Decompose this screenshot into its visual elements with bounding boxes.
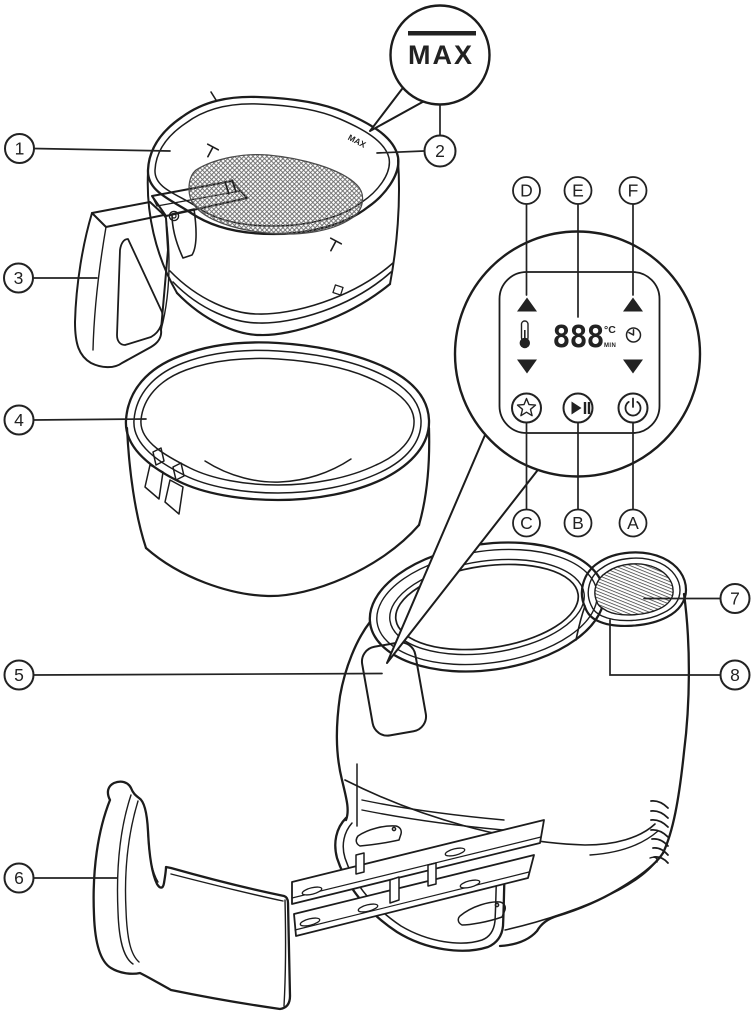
preset-button bbox=[511, 392, 542, 424]
basket-illustration: MAX bbox=[74, 91, 400, 369]
svg-text:C: C bbox=[520, 513, 533, 533]
basket-bottom-edge bbox=[175, 282, 392, 337]
main-unit-illustration bbox=[334, 541, 691, 952]
main-unit-top-rim bbox=[368, 541, 606, 673]
max-detail-callout: MAX bbox=[369, 4, 491, 132]
drawer-front-illustration bbox=[92, 780, 292, 1011]
display-value: 888 bbox=[552, 320, 603, 355]
part-label-5: 5 bbox=[3, 659, 35, 691]
max-overline bbox=[408, 31, 476, 36]
callout-leader-lines bbox=[31, 104, 722, 879]
control-panel-detail-callout: 888 °C MIN bbox=[386, 230, 702, 664]
play-pause-button bbox=[562, 392, 594, 424]
drawer-rails bbox=[291, 819, 545, 937]
pan-rim-outer bbox=[124, 341, 431, 502]
pan-wall-right bbox=[417, 426, 431, 527]
part-label-6: 6 bbox=[3, 862, 35, 894]
main-unit-base-seam bbox=[504, 858, 659, 931]
main-unit-shoulder-line bbox=[575, 605, 586, 641]
basket-mold-marks bbox=[206, 91, 344, 296]
main-unit-left-edge bbox=[335, 620, 372, 822]
rail-tabs bbox=[355, 852, 437, 904]
pan-rim-mid bbox=[133, 349, 422, 494]
temp-down-icon bbox=[517, 359, 537, 374]
rail-slots bbox=[299, 847, 481, 927]
minutes-unit: MIN bbox=[604, 343, 616, 349]
part-label-3: 3 bbox=[3, 262, 34, 294]
svg-text:A: A bbox=[627, 513, 639, 533]
max-text: MAX bbox=[408, 40, 474, 70]
button-label-e: E bbox=[563, 176, 593, 205]
part-labels: 1 2 3 4 5 6 7 8 bbox=[3, 133, 751, 894]
basket-rim-outer bbox=[146, 95, 400, 236]
svg-text:8: 8 bbox=[730, 665, 740, 685]
timer-up-icon bbox=[623, 297, 643, 312]
button-label-c: C bbox=[512, 508, 541, 538]
svg-text:F: F bbox=[628, 181, 639, 201]
basket-wall-left bbox=[146, 171, 178, 294]
vent-grille-hatch bbox=[594, 563, 674, 616]
svg-text:B: B bbox=[572, 513, 584, 533]
side-vent-slats bbox=[650, 799, 669, 864]
part-label-7: 7 bbox=[719, 583, 751, 614]
part-label-4: 4 bbox=[3, 404, 35, 436]
basket-band-upper bbox=[169, 262, 394, 315]
part-label-2: 2 bbox=[423, 134, 457, 168]
preset-star-icon bbox=[516, 397, 537, 417]
seven-segment-display: 888 °C MIN bbox=[552, 320, 616, 355]
timer-down-icon bbox=[623, 359, 643, 374]
svg-text:D: D bbox=[520, 181, 533, 201]
svg-text:E: E bbox=[572, 181, 584, 201]
play-pause-icon bbox=[571, 401, 591, 415]
drawer-front-detail-lines bbox=[116, 794, 287, 1007]
pan-bottom bbox=[144, 523, 421, 598]
pan-rim-inner bbox=[140, 357, 415, 486]
drawer-front-silhouette bbox=[92, 780, 292, 1011]
control-panel-on-unit bbox=[360, 641, 428, 737]
svg-text:3: 3 bbox=[14, 268, 24, 288]
basket-band-lower bbox=[172, 271, 392, 324]
part-label-1: 1 bbox=[4, 133, 35, 164]
button-labels: D E F C B A bbox=[512, 176, 648, 538]
max-callout-tail bbox=[370, 89, 428, 131]
power-button bbox=[617, 392, 649, 424]
drawer-cavity bbox=[334, 799, 507, 952]
detail-callout-tail bbox=[387, 435, 537, 663]
button-label-a: A bbox=[618, 508, 648, 538]
basket-handle bbox=[74, 201, 170, 369]
pan-wall-left bbox=[125, 426, 148, 550]
main-unit-seam-2 bbox=[589, 830, 659, 856]
control-panel-face bbox=[498, 271, 661, 434]
basket-max-marking: MAX bbox=[346, 132, 368, 150]
svg-text:6: 6 bbox=[14, 868, 24, 888]
svg-text:2: 2 bbox=[435, 141, 445, 161]
svg-text:4: 4 bbox=[14, 410, 24, 430]
main-unit-right-edge bbox=[661, 592, 691, 855]
main-unit-seam bbox=[344, 779, 656, 846]
cavity-slot-lower bbox=[457, 901, 506, 926]
basket-mesh bbox=[188, 153, 364, 235]
clock-icon bbox=[625, 327, 642, 343]
max-callout-circle bbox=[389, 4, 491, 106]
part-label-8: 8 bbox=[719, 659, 751, 691]
pan-interior-curve bbox=[204, 458, 352, 483]
basket-wall-right bbox=[389, 159, 400, 285]
air-outlet-vent bbox=[580, 551, 688, 628]
pan-clips bbox=[144, 447, 185, 515]
button-label-f: F bbox=[618, 176, 648, 205]
thermometer-icon bbox=[519, 320, 530, 349]
svg-text:5: 5 bbox=[14, 665, 24, 685]
svg-text:7: 7 bbox=[730, 589, 740, 609]
pan-illustration bbox=[124, 341, 431, 598]
button-label-b: B bbox=[563, 508, 593, 538]
cavity-slot-upper bbox=[355, 825, 402, 847]
svg-text:1: 1 bbox=[15, 139, 25, 159]
button-label-d: D bbox=[512, 176, 541, 205]
power-icon bbox=[624, 397, 642, 417]
temp-up-icon bbox=[517, 297, 537, 312]
celsius-unit: °C bbox=[604, 324, 616, 336]
